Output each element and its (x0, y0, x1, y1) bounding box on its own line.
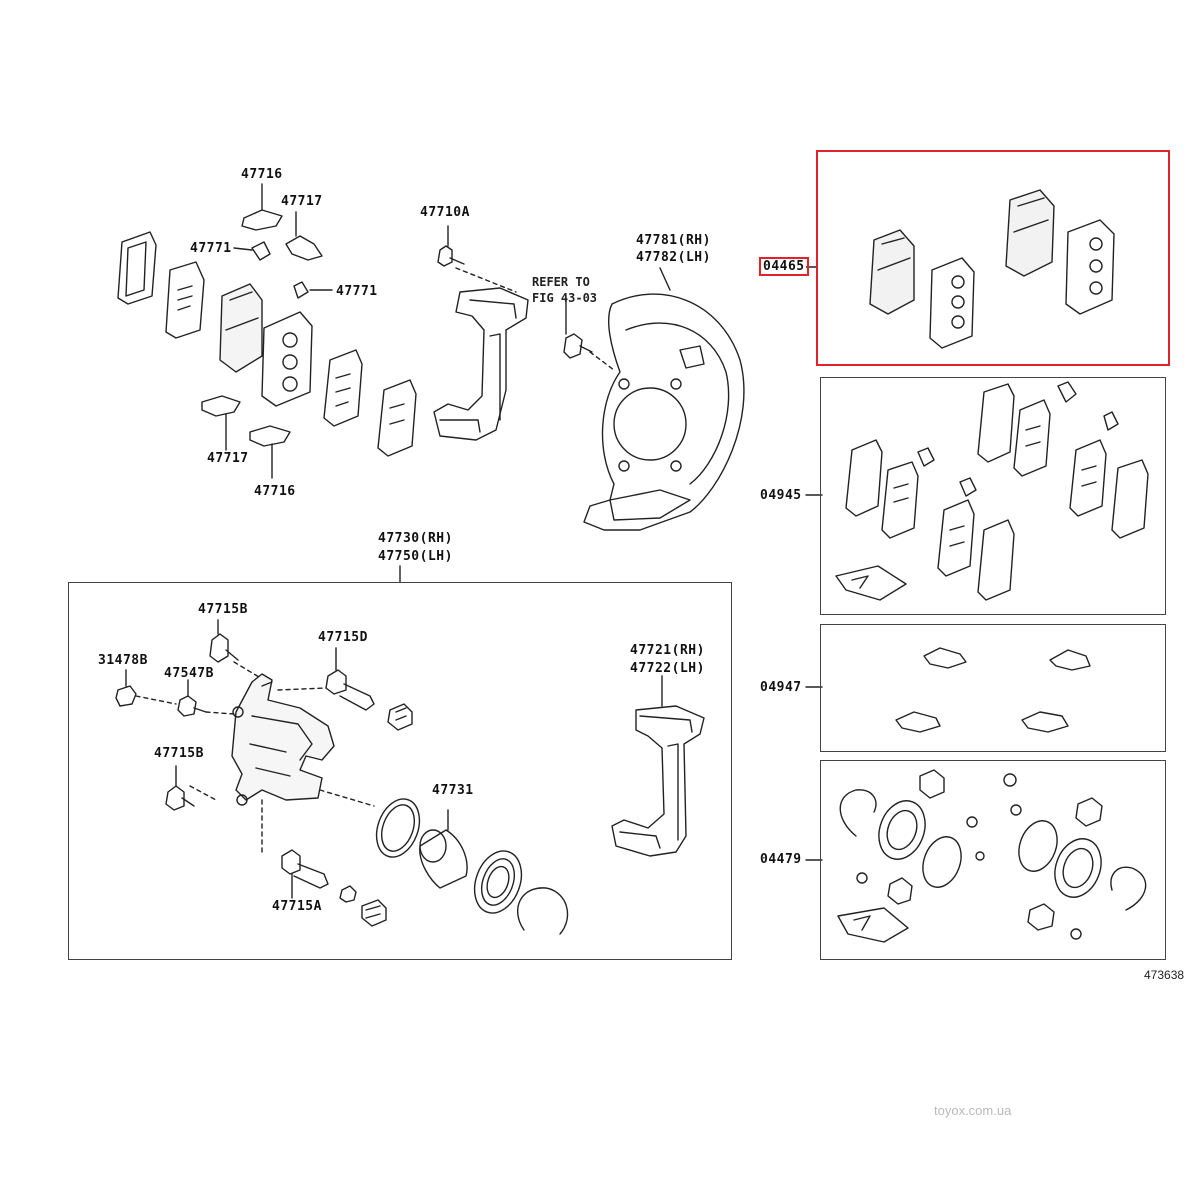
pad-group-left (117, 183, 417, 479)
part-label-47717-top[interactable]: 47717 (281, 194, 323, 209)
kit-04465-pads (799, 189, 1115, 349)
kit-label-04465-selected[interactable]: 04465 (759, 257, 809, 276)
kit-label-04479[interactable]: 04479 (760, 852, 802, 867)
caliper-support (611, 675, 705, 857)
part-label-47715B-top[interactable]: 47715B (198, 602, 248, 617)
kit-04945-box[interactable] (820, 377, 1166, 615)
part-label-47730[interactable]: 47730(RH) (378, 531, 453, 546)
part-label-47710A[interactable]: 47710A (420, 205, 470, 220)
watermark: toyox.com.ua (934, 1103, 1012, 1118)
part-label-47750[interactable]: 47750(LH) (378, 549, 453, 564)
kit-label-04947[interactable]: 04947 (760, 680, 802, 695)
part-label-47771-left[interactable]: 47771 (190, 241, 232, 256)
part-label-47716-top[interactable]: 47716 (241, 167, 283, 182)
part-label-47722[interactable]: 47722(LH) (630, 661, 705, 676)
refer-fig-link[interactable]: FIG 43-03 (532, 291, 598, 305)
kit-04947-box[interactable] (820, 624, 1166, 752)
kit-04465-box-highlighted[interactable] (816, 150, 1170, 366)
part-label-47717-bottom[interactable]: 47717 (207, 451, 249, 466)
part-label-47771-right[interactable]: 47771 (336, 284, 378, 299)
kit-label-04945[interactable]: 04945 (760, 488, 802, 503)
caliper-bracket (433, 225, 529, 441)
illustration-id: 473638 (1144, 968, 1185, 982)
part-label-47731[interactable]: 47731 (432, 783, 474, 798)
part-label-47781[interactable]: 47781(RH) (636, 233, 711, 248)
dust-shield (563, 267, 745, 531)
kit-04945-parts (805, 381, 1149, 601)
part-label-31478B[interactable]: 31478B (98, 653, 148, 668)
kit-04479-box[interactable] (820, 760, 1166, 960)
part-label-47547B[interactable]: 47547B (164, 666, 214, 681)
part-label-47716-bottom[interactable]: 47716 (254, 484, 296, 499)
part-label-47715B-mid[interactable]: 47715B (154, 746, 204, 761)
kit-04479-parts (805, 769, 1147, 943)
part-label-47782[interactable]: 47782(LH) (636, 250, 711, 265)
part-label-47715D[interactable]: 47715D (318, 630, 368, 645)
caliper-assembly-box (68, 582, 732, 960)
refer-to-note: REFER TO (532, 275, 590, 289)
part-label-47715A[interactable]: 47715A (272, 899, 322, 914)
kit-04947-parts (805, 647, 1091, 733)
caliper-parts (115, 619, 569, 935)
part-label-47721[interactable]: 47721(RH) (630, 643, 705, 658)
